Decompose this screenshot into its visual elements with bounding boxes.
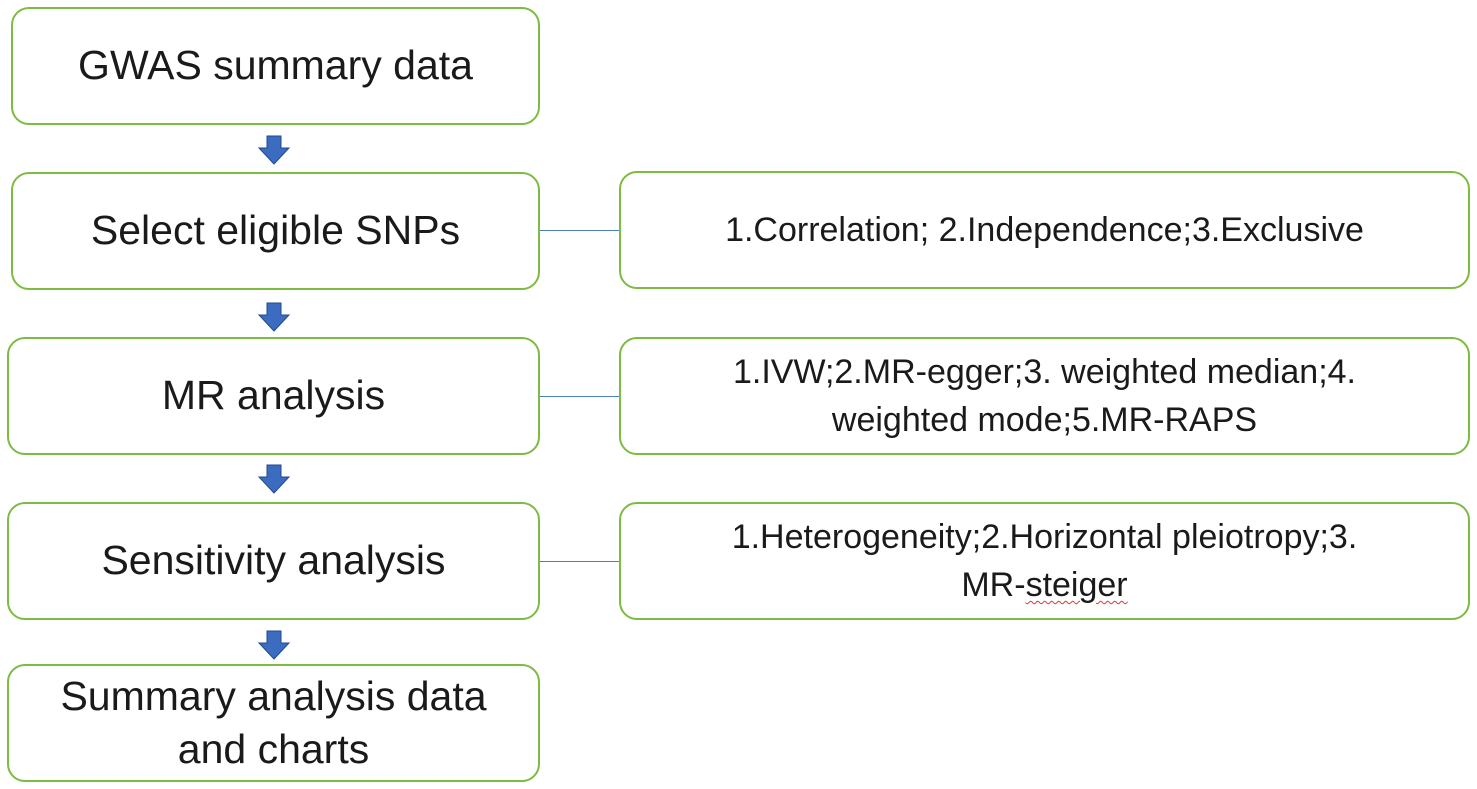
detail-snp-criteria: 1.Correlation; 2.Independence;3.Exclusiv… [619,171,1470,289]
detail-sensitivity-methods: 1.Heterogeneity;2.Horizontal pleiotropy;… [619,502,1470,620]
down-arrow-icon [257,135,291,165]
detail-line: MR-steiger [732,561,1358,609]
step-mr-analysis: MR analysis [7,337,540,455]
detail-text: 1.Correlation; 2.Independence;3.Exclusiv… [725,210,1364,249]
connector-line [540,230,620,231]
step-label: MR analysis [161,372,386,419]
down-arrow-icon [257,630,291,660]
detail-mr-methods: 1.IVW;2.MR-egger;3. weighted median;4. w… [619,337,1470,455]
step-label: Sensitivity analysis [101,537,446,584]
detail-line: 1.Heterogeneity;2.Horizontal pleiotropy;… [731,517,1358,556]
step-summary-analysis-data: Summary analysis data and charts [7,664,540,782]
step-select-eligible-snps: Select eligible SNPs [11,172,540,290]
step-label: GWAS summary data [78,42,473,89]
step-label: Select eligible SNPs [90,207,461,254]
connector-line [540,561,620,562]
detail-line-prefix: MR- [961,566,1026,604]
detail-text: 1.Heterogeneity;2.Horizontal pleiotropy;… [732,513,1358,610]
step-gwas-summary-data: GWAS summary data [11,7,540,125]
connector-line [540,396,620,397]
detail-text: 1.IVW;2.MR-egger;3. weighted median;4. w… [732,352,1357,439]
down-arrow-icon [257,302,291,332]
spellcheck-flagged-word: steiger [1025,566,1128,604]
down-arrow-icon [257,464,291,494]
step-label: Summary analysis data and charts [60,672,487,772]
step-sensitivity-analysis: Sensitivity analysis [7,502,540,620]
